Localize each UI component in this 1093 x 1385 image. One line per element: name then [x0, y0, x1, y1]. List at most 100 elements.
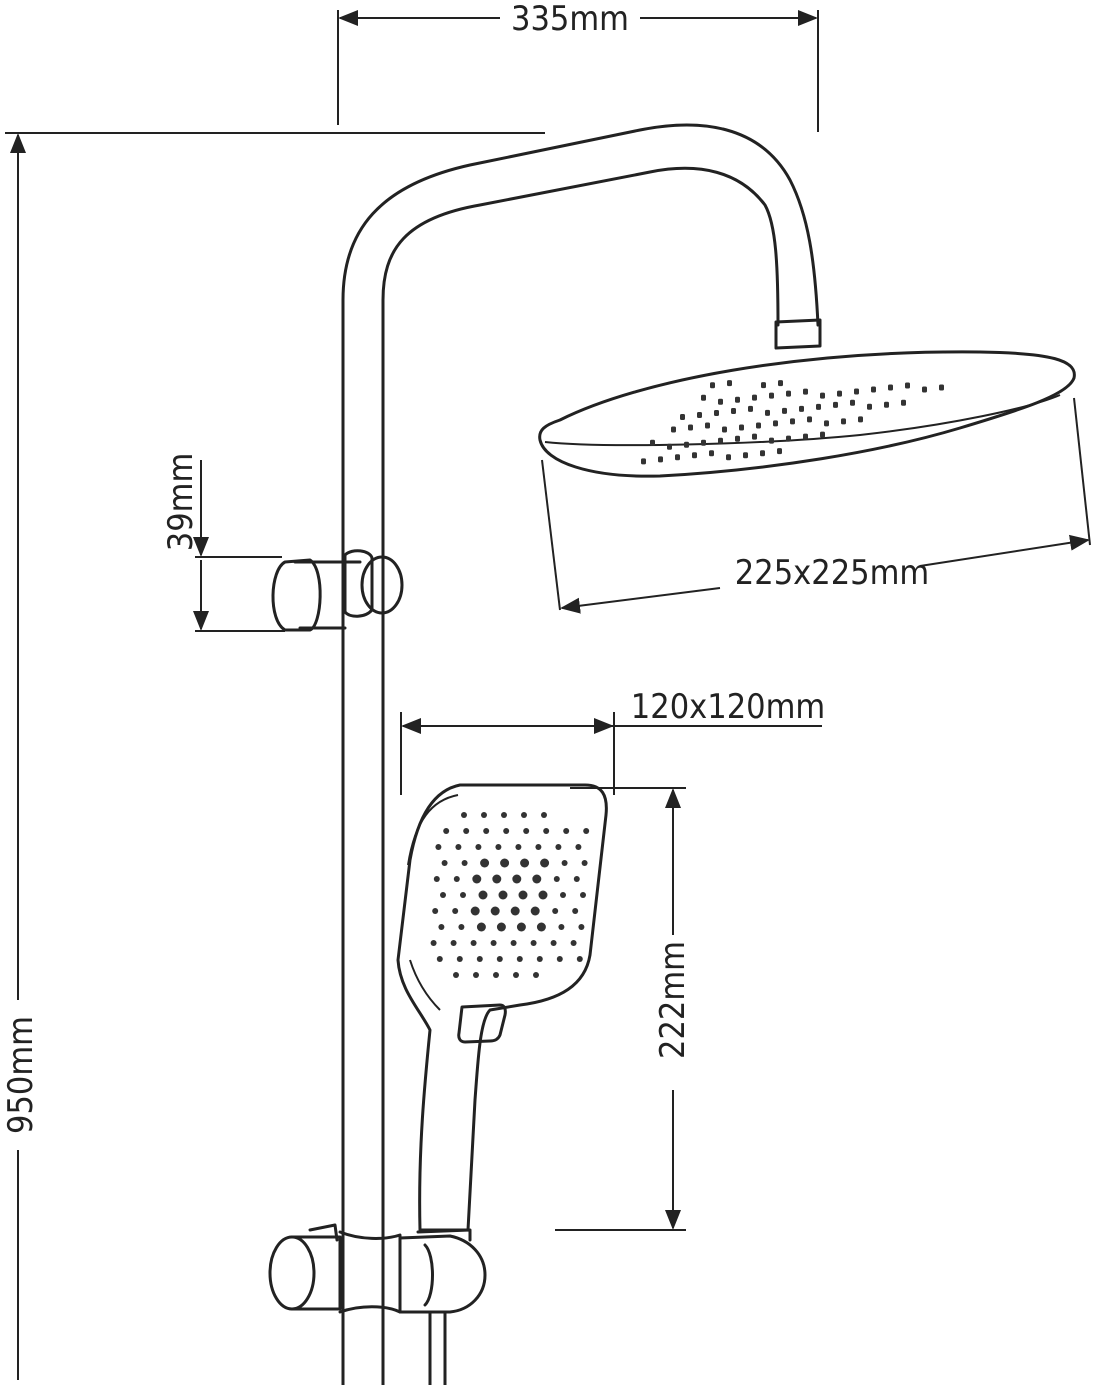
nozzle-dot — [481, 812, 487, 818]
nozzle-dot — [752, 433, 757, 440]
spray-mode-button[interactable] — [457, 1003, 507, 1044]
nozzle-dot — [480, 858, 490, 868]
dim-head-size: 225x225mm — [541, 397, 1091, 614]
nozzle-dot — [778, 380, 783, 387]
nozzle-dot — [556, 956, 563, 962]
nozzle-dot — [760, 450, 765, 457]
nozzle-dot — [483, 828, 490, 834]
nozzle-dot — [578, 924, 585, 930]
nozzle-dot — [475, 844, 482, 850]
nozzle-dot — [518, 890, 528, 900]
nozzle-dot — [541, 812, 547, 818]
nozzle-dot — [572, 908, 579, 914]
nozzle-dot — [440, 892, 446, 898]
nozzle-dot — [512, 874, 522, 884]
nozzle-dot — [576, 956, 583, 962]
riser-pipe — [341, 123, 820, 1385]
nozzle-dot — [476, 922, 486, 932]
nozzle-dot — [769, 392, 774, 399]
nozzle-dot — [884, 401, 889, 408]
nozzle-dot — [650, 439, 655, 446]
nozzle-dot — [503, 828, 510, 834]
nozzle-dot — [816, 403, 821, 410]
dim-bracket-height-label: 39mm — [161, 453, 201, 552]
nozzle-dot — [748, 405, 753, 412]
nozzle-dot — [570, 940, 577, 946]
nozzle-dot — [515, 844, 522, 850]
nozzle-dot — [756, 422, 761, 429]
nozzle-dot — [455, 844, 462, 850]
nozzle-dot — [841, 418, 846, 425]
nozzle-dot — [516, 956, 523, 962]
nozzle-dot — [521, 812, 527, 818]
rain-shower-head — [538, 350, 1076, 478]
nozzle-dot — [458, 924, 465, 930]
nozzle-dot — [739, 424, 744, 431]
nozzle-dot — [490, 940, 497, 946]
nozzle-dot — [752, 394, 757, 401]
dim-top-width: 335mm — [337, 0, 819, 132]
nozzle-dot — [496, 922, 506, 932]
nozzle-dot — [922, 386, 927, 393]
nozzle-dot — [470, 940, 477, 946]
nozzle-dot — [667, 443, 672, 450]
nozzle-dot — [492, 874, 502, 884]
nozzle-dot — [523, 828, 530, 834]
nozzle-dot — [553, 876, 560, 882]
nozzle-dot — [456, 956, 463, 962]
nozzle-dot — [684, 441, 689, 448]
nozzle-dot — [675, 454, 680, 461]
nozzle-dot — [540, 858, 550, 868]
nozzle-dot — [532, 874, 542, 884]
nozzle-dot — [850, 399, 855, 406]
nozzle-dot — [573, 876, 580, 882]
dim-head-size-label: 225x225mm — [735, 553, 929, 593]
nozzle-dot — [453, 972, 459, 978]
nozzle-dot — [450, 940, 457, 946]
nozzle-dot — [495, 844, 502, 850]
nozzle-dot — [552, 908, 559, 914]
nozzle-dot — [441, 860, 448, 866]
nozzle-dot — [888, 384, 893, 391]
nozzle-dot — [443, 828, 450, 834]
nozzle-dot — [538, 890, 548, 900]
nozzle-dot — [714, 409, 719, 416]
nozzle-dot — [803, 433, 808, 440]
nozzle-dot — [824, 420, 829, 427]
dim-total-height: 950mm — [1, 132, 545, 1380]
nozzle-dot — [901, 399, 906, 406]
nozzle-dot — [782, 407, 787, 414]
nozzle-dot — [790, 418, 795, 425]
nozzle-dot — [820, 431, 825, 438]
nozzle-dot — [530, 906, 540, 916]
nozzle-dot — [820, 392, 825, 399]
nozzle-dot — [581, 860, 588, 866]
nozzle-dot — [510, 906, 520, 916]
nozzle-dot — [726, 454, 731, 461]
nozzle-dot — [697, 411, 702, 418]
nozzle-dot — [510, 940, 517, 946]
nozzle-dot — [641, 458, 646, 465]
nozzle-dot — [871, 386, 876, 393]
nozzle-dot — [692, 452, 697, 459]
nozzle-dot — [498, 890, 508, 900]
nozzle-dot — [520, 858, 530, 868]
nozzle-dot — [470, 906, 480, 916]
nozzle-dot — [735, 396, 740, 403]
nozzle-dot — [461, 812, 467, 818]
nozzle-dot — [854, 388, 859, 395]
dim-top-width-label: 335mm — [511, 0, 629, 39]
nozzle-dot — [490, 906, 500, 916]
nozzle-dot — [833, 401, 838, 408]
nozzle-dot — [516, 922, 526, 932]
nozzle-dot — [743, 452, 748, 459]
nozzle-dot — [430, 940, 437, 946]
nozzle-dot — [709, 450, 714, 457]
nozzle-dot — [688, 424, 693, 431]
slide-holder — [268, 1223, 487, 1385]
dim-hand-size: 120x120mm — [400, 687, 825, 795]
nozzle-dot — [735, 435, 740, 442]
nozzle-dot — [858, 416, 863, 423]
nozzle-dot — [722, 426, 727, 433]
dim-hand-size-label: 120x120mm — [631, 687, 825, 727]
